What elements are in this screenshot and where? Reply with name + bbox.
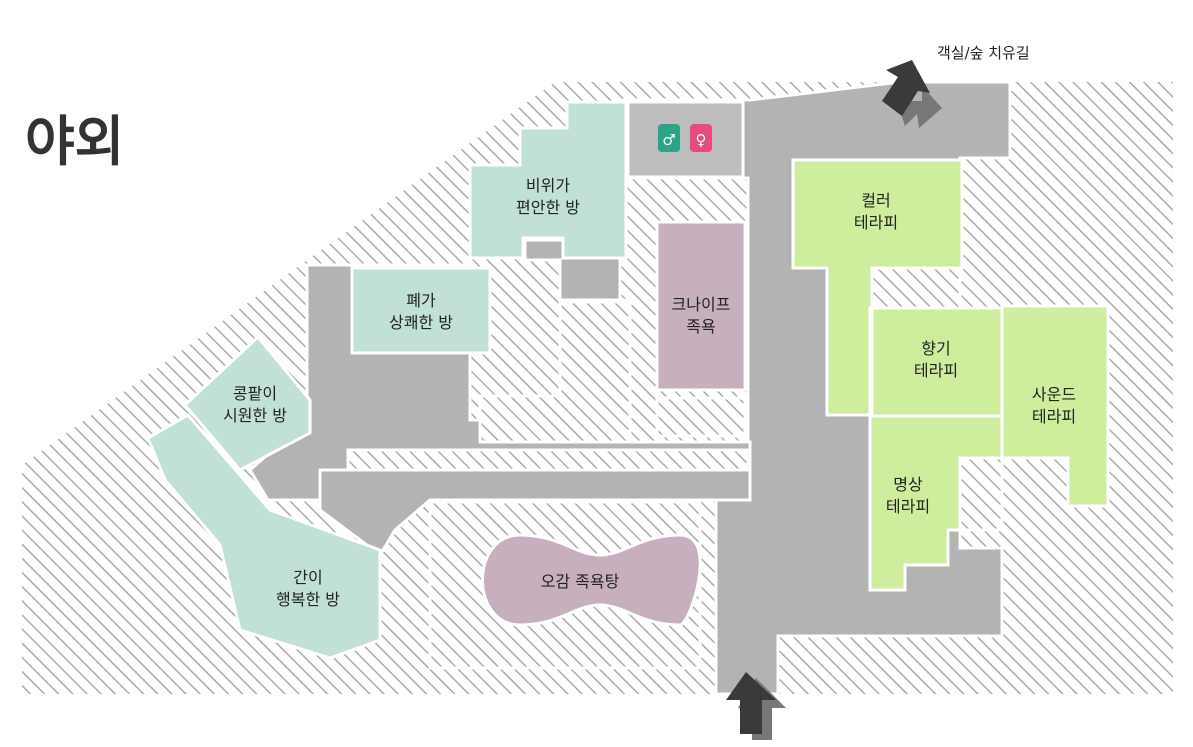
lung-room-label: 폐가 상쾌한 방 (389, 291, 453, 332)
meditation-therapy-label: 명상 테라피 (886, 475, 930, 516)
aroma-therapy-room[interactable] (870, 306, 1004, 418)
sensory-foot-bath[interactable] (481, 533, 702, 627)
liver-room[interactable] (146, 413, 382, 660)
svg-text:테라피: 테라피 (886, 497, 930, 516)
color-therapy-label: 컬러 테라피 (854, 191, 898, 232)
exit-link-label[interactable]: 객실/숲 치유길 (937, 44, 1030, 62)
svg-text:폐가: 폐가 (406, 291, 436, 310)
male-restroom-icon (658, 124, 680, 152)
svg-text:향기: 향기 (921, 339, 950, 358)
outdoor-title: 야외 (25, 110, 124, 173)
stomach-room-label: 비위가 편안한 방 (516, 176, 580, 217)
svg-text:족욕: 족욕 (686, 317, 715, 336)
svg-text:테라피: 테라피 (1032, 407, 1076, 426)
svg-text:♀: ♀ (696, 131, 707, 149)
aroma-therapy-label: 향기 테라피 (914, 339, 958, 380)
svg-text:상쾌한 방: 상쾌한 방 (389, 313, 453, 332)
svg-text:명상: 명상 (893, 475, 923, 494)
foot-bath-label: 오감 족욕탕 (541, 572, 620, 591)
kneipp-foot-bath[interactable] (655, 220, 747, 392)
kneipp-label: 크나이프 족욕 (672, 295, 731, 336)
svg-text:편안한 방: 편안한 방 (516, 198, 580, 217)
svg-text:비위가: 비위가 (526, 176, 570, 195)
svg-text:컬러: 컬러 (861, 191, 890, 210)
svg-text:크나이프: 크나이프 (672, 295, 731, 314)
liver-room-label: 간이 행복한 방 (276, 568, 340, 609)
stomach-room[interactable] (468, 100, 628, 260)
bean-room-label: 콩팥이 시원한 방 (223, 384, 287, 425)
svg-text:♂: ♂ (662, 131, 675, 149)
bean-room[interactable] (182, 334, 312, 472)
svg-text:사운드: 사운드 (1032, 385, 1076, 404)
svg-text:간이: 간이 (293, 568, 322, 587)
svg-text:테라피: 테라피 (914, 361, 958, 380)
restroom[interactable] (626, 100, 745, 179)
exit-arrow-icon[interactable] (882, 60, 942, 128)
color-therapy-room[interactable] (791, 158, 964, 417)
sound-therapy-label: 사운드 테라피 (1032, 385, 1076, 426)
meditation-therapy-room[interactable] (868, 414, 1004, 592)
svg-text:콩팥이: 콩팥이 (233, 384, 277, 403)
svg-text:테라피: 테라피 (854, 213, 898, 232)
svg-text:행복한 방: 행복한 방 (276, 590, 340, 609)
female-restroom-icon (690, 124, 712, 152)
entrance-arrow-icon[interactable] (726, 672, 786, 740)
lung-room[interactable] (350, 266, 492, 355)
svg-text:시원한 방: 시원한 방 (223, 406, 287, 425)
